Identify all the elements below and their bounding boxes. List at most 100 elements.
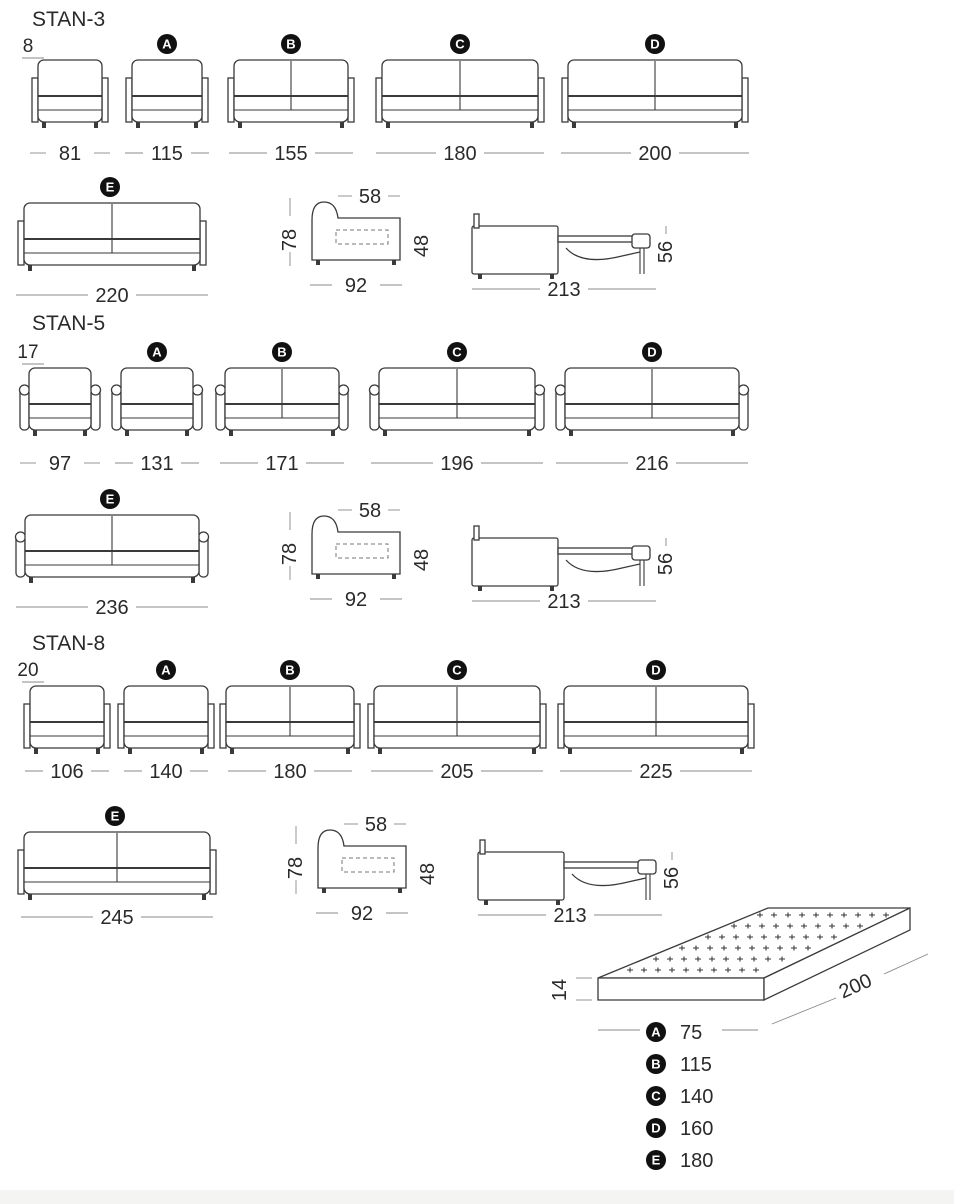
mattress-thickness-label: 14 xyxy=(549,979,571,1001)
variant-badge-letter: E xyxy=(652,1153,661,1168)
sofa-front-view xyxy=(227,59,355,128)
sofa-foot xyxy=(572,122,576,128)
armrest xyxy=(539,703,547,749)
side-profile xyxy=(317,829,407,889)
tufting-mark xyxy=(829,923,835,929)
sofa-front-view xyxy=(367,685,547,754)
sofa-foot xyxy=(83,430,87,436)
seat-depth-label: 58 xyxy=(359,500,381,522)
bed-body xyxy=(477,851,565,901)
width-label: 171 xyxy=(265,453,298,475)
width-label: 131 xyxy=(140,453,173,475)
sofa-foot xyxy=(346,748,350,754)
tufting-mark xyxy=(753,967,759,973)
tufting-mark xyxy=(693,945,699,951)
seat-height-label: 48 xyxy=(417,863,439,885)
width-label: 245 xyxy=(100,907,133,929)
bottom-strip xyxy=(0,1190,954,1204)
variant-badge-icon xyxy=(147,342,167,362)
sofa-foot xyxy=(378,748,382,754)
sofa-foot xyxy=(29,577,33,583)
tufting-mark xyxy=(813,912,819,918)
tufting-mark xyxy=(653,956,659,962)
bed-height-label: 56 xyxy=(661,867,683,889)
sofa-back xyxy=(123,685,209,749)
variant-badge-icon xyxy=(450,34,470,54)
sofa-front-view xyxy=(17,831,217,900)
sofa-foot xyxy=(484,900,488,905)
tufting-mark xyxy=(679,945,685,951)
bed-length-label: 213 xyxy=(553,905,586,927)
armrest xyxy=(17,849,25,895)
armrest xyxy=(367,703,375,749)
width-label: 200 xyxy=(638,143,671,165)
armrest xyxy=(353,703,361,749)
tufting-mark xyxy=(733,934,739,940)
mattress-width-value: 160 xyxy=(680,1118,713,1140)
depth-label: 92 xyxy=(345,275,367,297)
tufting-mark xyxy=(869,912,875,918)
armrest-scroll xyxy=(110,384,123,396)
seat-height-label: 48 xyxy=(411,549,433,571)
tufting-mark xyxy=(737,956,743,962)
tufting-mark xyxy=(773,923,779,929)
bed-back-post xyxy=(473,213,480,229)
tufting-mark xyxy=(759,923,765,929)
variant-badge-letter: E xyxy=(111,809,120,824)
tufting-mark xyxy=(667,956,673,962)
width-label: 97 xyxy=(49,453,71,475)
sofa-foot xyxy=(734,122,738,128)
tufting-mark xyxy=(791,945,797,951)
sofa-front-view xyxy=(219,685,361,754)
mattress-width-value: 180 xyxy=(680,1150,713,1172)
width-label: 205 xyxy=(440,761,473,783)
variant-badge-icon xyxy=(100,489,120,509)
sofa-foot xyxy=(238,122,242,128)
sofa-front-view xyxy=(125,59,209,128)
variant-badge-icon xyxy=(646,1022,666,1042)
side-profile xyxy=(311,515,401,575)
tufting-mark xyxy=(827,912,833,918)
height-label: 78 xyxy=(285,857,307,879)
armrest xyxy=(125,77,133,123)
bed-folded-mechanism xyxy=(571,873,647,887)
sofa-foot xyxy=(316,260,320,265)
variant-badge-letter: C xyxy=(452,345,462,360)
tufting-mark xyxy=(789,934,795,940)
sofa-foot xyxy=(96,748,100,754)
tufting-mark xyxy=(721,945,727,951)
variant-badge-icon xyxy=(272,342,292,362)
dimension-line xyxy=(883,953,929,975)
sofa-back xyxy=(29,685,105,749)
tufting-mark xyxy=(777,945,783,951)
variant-badge-letter: B xyxy=(285,663,294,678)
sofa-foot xyxy=(556,900,560,905)
sofa-foot xyxy=(331,430,335,436)
armrest-scroll xyxy=(737,384,750,396)
variant-badge-icon xyxy=(100,177,120,197)
tufting-mark xyxy=(761,934,767,940)
armrest-scroll xyxy=(191,384,204,396)
variant-badge-icon xyxy=(646,1150,666,1170)
sofa-front-view xyxy=(561,59,749,128)
armrest xyxy=(207,703,215,749)
tufting-mark xyxy=(745,923,751,929)
hidden-mechanism xyxy=(341,857,395,873)
tufting-mark xyxy=(883,912,889,918)
sofa-foot xyxy=(322,888,326,893)
tufting-mark xyxy=(763,945,769,951)
series-title: STAN-8 xyxy=(32,632,105,655)
seat-depth-label: 58 xyxy=(359,186,381,208)
bed-height-label: 56 xyxy=(655,553,677,575)
bed-folded-mechanism xyxy=(565,559,641,573)
armrest xyxy=(103,703,111,749)
variant-badge-icon xyxy=(280,660,300,680)
bed-open-view: 56 213 xyxy=(477,839,683,927)
armrest-scroll xyxy=(197,531,210,543)
armrest xyxy=(741,77,749,123)
